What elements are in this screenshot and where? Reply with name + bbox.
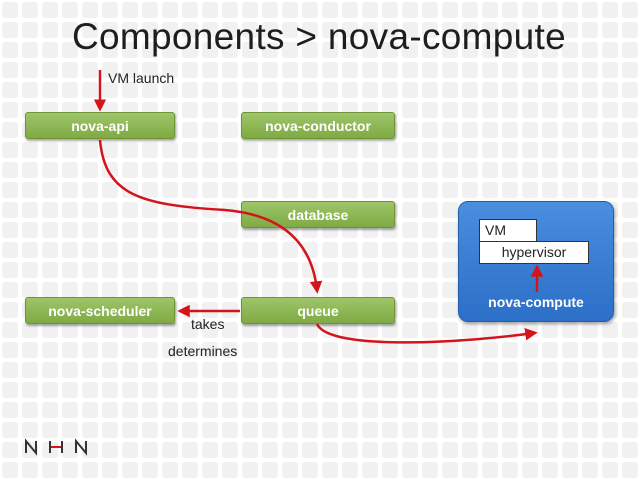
database-box: database xyxy=(241,201,395,228)
hypervisor-box: hypervisor xyxy=(479,241,589,264)
nhn-logo xyxy=(25,438,87,456)
vm-launch-label: VM launch xyxy=(108,70,175,86)
nova-api-box: nova-api xyxy=(25,112,175,139)
vm-box: VM xyxy=(479,219,537,242)
nova-conductor-box: nova-conductor xyxy=(241,112,395,139)
determines-label: determines xyxy=(168,343,238,359)
queue-box: queue xyxy=(241,297,395,324)
nova-scheduler-box: nova-scheduler xyxy=(25,297,175,324)
slide-title: Components > nova-compute xyxy=(72,16,566,57)
takes-label: takes xyxy=(191,316,225,332)
nova-compute-label: nova-compute xyxy=(488,294,584,310)
